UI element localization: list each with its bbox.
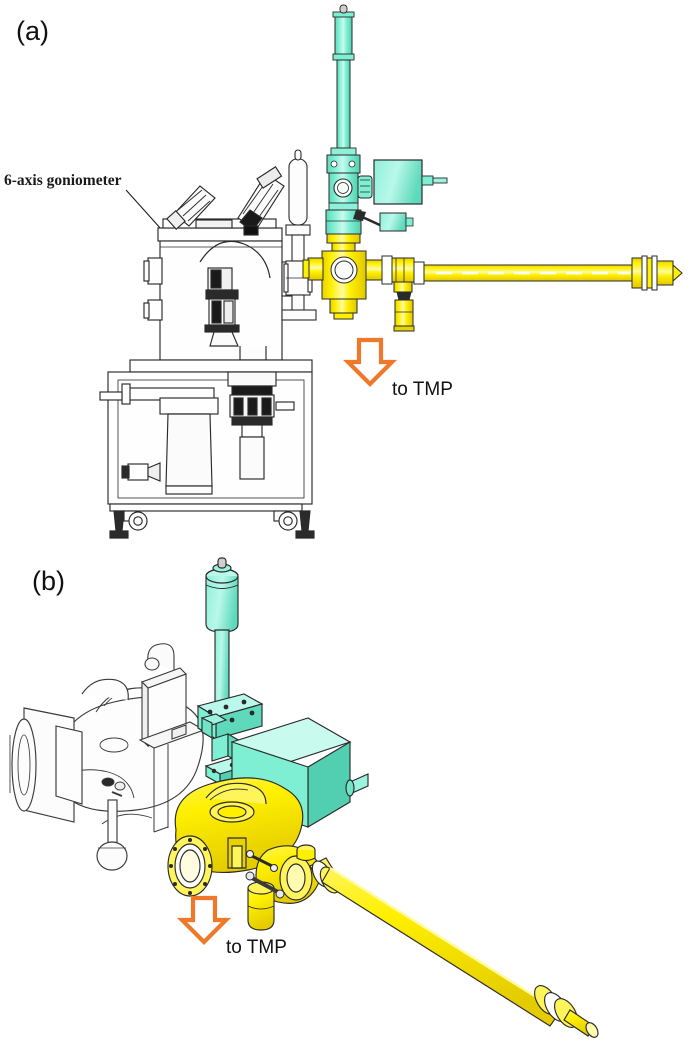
analyser-right-a xyxy=(237,166,285,236)
main-chamber-b xyxy=(9,678,204,871)
pressure-gauge-a xyxy=(281,149,317,321)
to-tmp-label-b: to TMP xyxy=(226,937,287,958)
panel-b-drawing xyxy=(9,557,599,1038)
manipulator-detail-a xyxy=(199,240,271,347)
goniometer-annotation: 6-axis goniometer xyxy=(4,172,122,189)
cart-wheels-a xyxy=(109,510,315,539)
teal-manipulator-a xyxy=(325,4,448,235)
yellow-manifold-b xyxy=(167,777,599,1038)
yellow-beamline-a xyxy=(302,233,683,332)
panel-a-drawing xyxy=(99,4,683,539)
to-tmp-label-a: to TMP xyxy=(392,379,453,400)
to-tmp-arrow-b xyxy=(176,895,232,945)
panel-label-a: (a) xyxy=(16,16,49,46)
panel-label-b: (b) xyxy=(32,566,65,596)
analyser-left-a xyxy=(166,185,216,231)
linear-actuator-b xyxy=(138,643,206,833)
beamline-tube-b xyxy=(309,857,599,1038)
main-chamber-a xyxy=(99,166,315,539)
to-tmp-arrow-a xyxy=(342,337,398,387)
